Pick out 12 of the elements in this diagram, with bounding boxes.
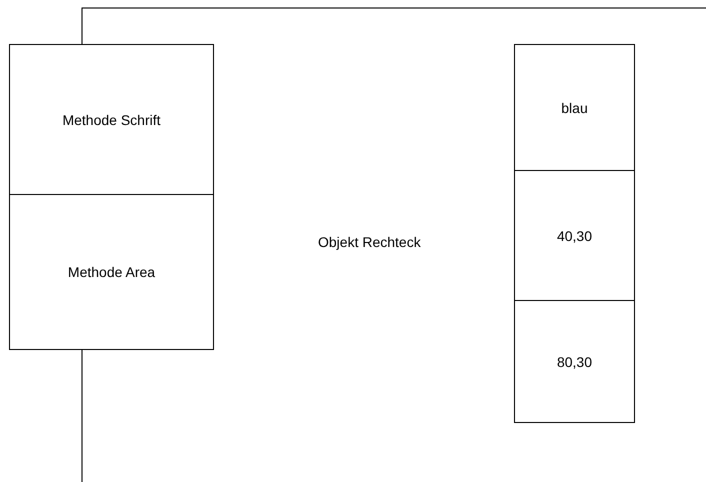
attribute-box	[514, 170, 635, 301]
box-text: Methode Area	[68, 264, 156, 280]
box-text: 40,30	[556, 228, 592, 244]
object-label: Objekt Rechteck	[318, 234, 421, 250]
connector-line	[82, 8, 706, 44]
box-text: blau	[561, 100, 588, 116]
method-box	[9, 44, 214, 195]
attribute-box	[514, 300, 635, 423]
box-text: 80,30	[556, 354, 592, 370]
method-box	[9, 194, 214, 350]
attribute-box	[514, 44, 635, 171]
box-text: Methode Schrift	[62, 112, 161, 128]
